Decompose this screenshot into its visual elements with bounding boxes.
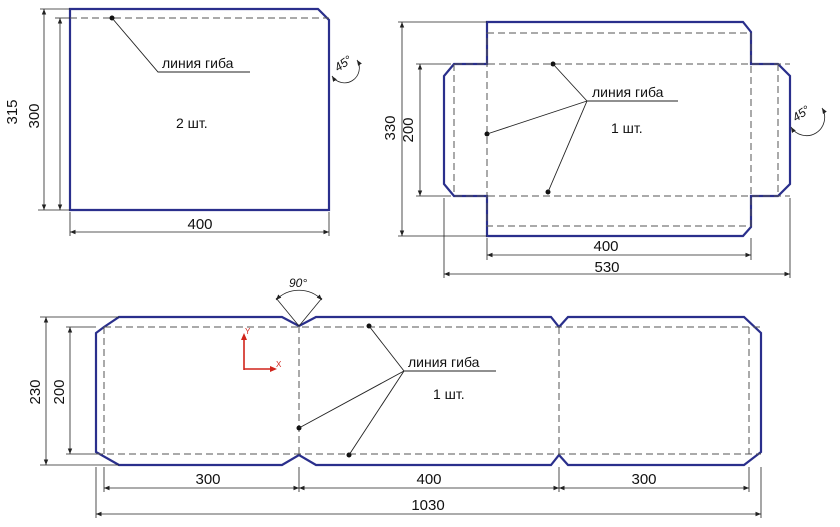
part3: 230 200 300 400 300 1030 линия гиба 1 шт… [27,276,763,518]
part2-inner-width-label: 400 [593,238,618,255]
svg-text:X: X [276,360,282,369]
part3-left-label: 300 [195,471,220,488]
part3-total-label: 1030 [411,497,444,514]
part2: 330 200 400 530 линия гиба 1 шт. 45° [382,20,827,278]
part3-height-label: 200 [51,379,68,404]
part3-right-label: 300 [631,471,656,488]
part2-note: линия гиба [592,84,664,100]
axis-icon: Y X [241,327,282,372]
part3-outline [94,315,763,467]
part3-note: линия гиба [408,354,480,370]
part3-angle-label: 90° [289,276,307,290]
part2-fold-lines [486,32,752,227]
part1-note: линия гиба [162,55,234,71]
part1-outline [68,7,331,212]
part2-overall-height-label: 330 [382,115,399,140]
part1-overall-height-label: 315 [4,99,21,124]
part1-leader [111,17,250,73]
part3-qty: 1 шт. [433,386,465,402]
part2-outline [442,20,792,238]
part1: 315 300 400 линия гиба 2 шт. 45° [4,7,362,236]
part2-qty: 1 шт. [611,120,643,136]
part2-height-label: 200 [400,117,417,142]
part2-angle-label: 45° [790,102,813,124]
part2-overall-width-label: 530 [594,259,619,276]
part1-width-label: 400 [187,216,212,233]
part1-qty: 2 шт. [176,115,208,131]
part1-angle-label: 45° [332,52,355,74]
part3-middle-label: 400 [416,471,441,488]
svg-text:Y: Y [245,327,251,336]
part1-height-label: 300 [26,103,43,128]
part3-overall-height-label: 230 [27,379,44,404]
